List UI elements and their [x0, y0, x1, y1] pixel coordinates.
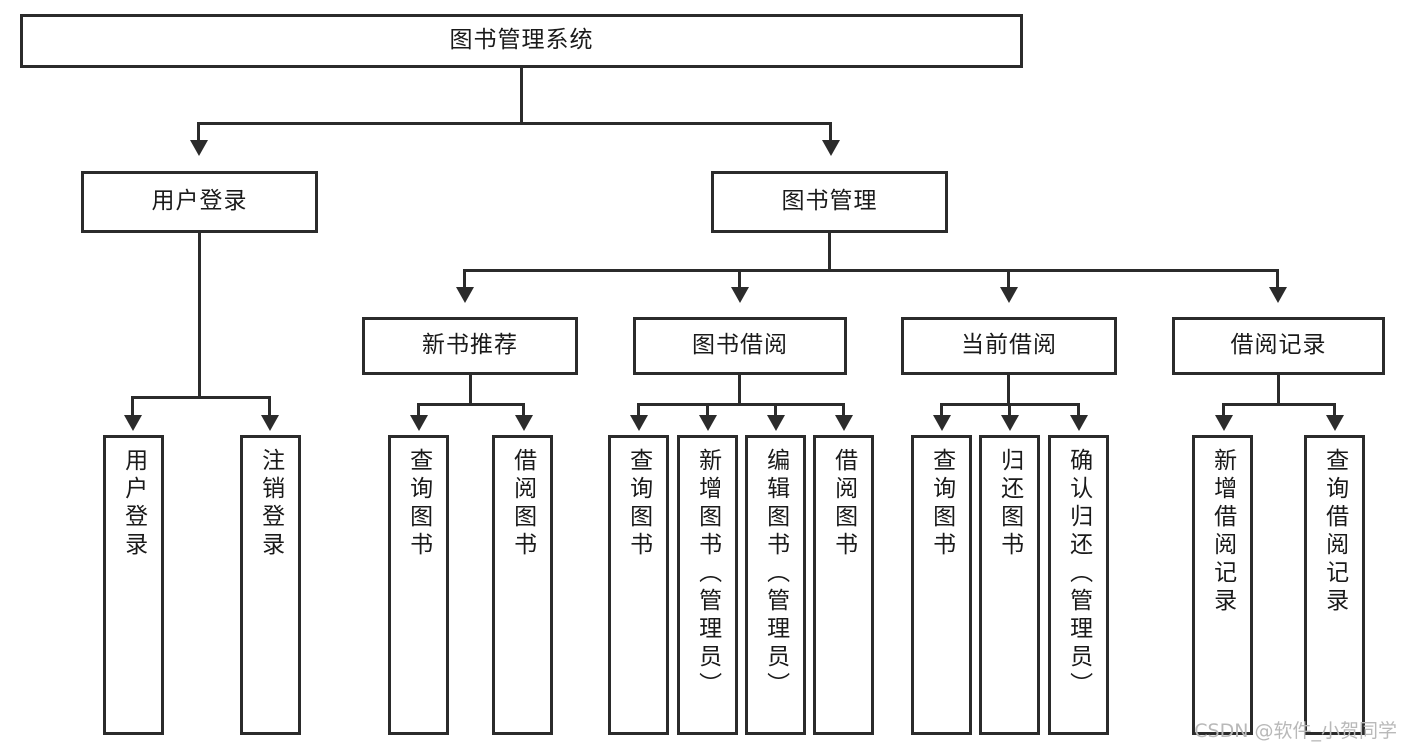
node-book-management[interactable]: 图书管理 [711, 171, 948, 233]
node-borrow-records[interactable]: 借阅记录 [1172, 317, 1385, 375]
arrowhead-book-borrow [731, 287, 749, 303]
leaf-label: 新增图书（管理员） [694, 448, 721, 700]
connector-drop-cb-return [1008, 403, 1011, 419]
leaf-br-add-record[interactable]: 新增借阅记录 [1192, 435, 1253, 735]
leaf-label: 注销登录 [257, 448, 284, 560]
leaf-user-login[interactable]: 用户登录 [103, 435, 164, 735]
arrowhead-book-mgmt [822, 140, 840, 156]
arrowhead-bb-query [630, 415, 648, 431]
node-label: 当前借阅 [961, 332, 1057, 359]
connector-drop-br-add [1222, 403, 1225, 419]
leaf-label: 新增借阅记录 [1209, 448, 1236, 616]
node-label: 用户登录 [151, 188, 248, 215]
connector-book-mgmt-bus [463, 269, 1279, 272]
arrowhead-current-borrow [1000, 287, 1018, 303]
leaf-label: 查询借阅记录 [1321, 448, 1348, 616]
arrowhead-bb-borrow [835, 415, 853, 431]
arrowhead-nb-borrow [515, 415, 533, 431]
arrowhead-nb-query [410, 415, 428, 431]
arrowhead-br-add [1215, 415, 1233, 431]
node-book-borrow[interactable]: 图书借阅 [633, 317, 847, 375]
connector-user-login-bus [131, 396, 271, 399]
arrowhead-user-login [190, 140, 208, 156]
connector-new-book-bus [417, 403, 525, 406]
leaf-br-query-record[interactable]: 查询借阅记录 [1304, 435, 1365, 735]
connector-drop-bb-borrow [842, 403, 845, 419]
node-label: 图书借阅 [692, 332, 788, 359]
node-label: 图书管理 [781, 188, 878, 215]
leaf-label: 借阅图书 [509, 448, 536, 560]
connector-drop-bb-query [637, 403, 640, 419]
leaf-label: 借阅图书 [830, 448, 857, 560]
connector-drop-current-borrow [1007, 269, 1010, 291]
leaf-cb-confirm-return-admin[interactable]: 确认归还（管理员） [1048, 435, 1109, 735]
leaf-cb-return-book[interactable]: 归还图书 [979, 435, 1040, 735]
leaf-bb-query-book[interactable]: 查询图书 [608, 435, 669, 735]
connector-br-stem [1277, 375, 1280, 403]
node-new-book-recommend[interactable]: 新书推荐 [362, 317, 578, 375]
node-label: 新书推荐 [422, 332, 518, 359]
connector-bb-stem [738, 375, 741, 403]
connector-bb-bus [637, 403, 845, 406]
leaf-label: 查询图书 [928, 448, 955, 560]
leaf-logout[interactable]: 注销登录 [240, 435, 301, 735]
leaf-bb-add-book-admin[interactable]: 新增图书（管理员） [677, 435, 738, 735]
leaf-bb-borrow-book[interactable]: 借阅图书 [813, 435, 874, 735]
connector-new-book-stem [469, 375, 472, 403]
connector-drop-nb-borrow [522, 403, 525, 419]
leaf-label: 确认归还（管理员） [1065, 448, 1092, 700]
connector-cb-stem [1007, 375, 1010, 403]
arrowhead-new-book [456, 287, 474, 303]
connector-drop-bb-edit [774, 403, 777, 419]
connector-drop-user-login [197, 122, 200, 144]
leaf-label: 用户登录 [120, 448, 147, 560]
node-root-system[interactable]: 图书管理系统 [20, 14, 1023, 68]
leaf-label: 查询图书 [405, 448, 432, 560]
leaf-label: 编辑图书（管理员） [762, 448, 789, 700]
leaf-nb-borrow-book[interactable]: 借阅图书 [492, 435, 553, 735]
arrowhead-cb-return [1001, 415, 1019, 431]
leaf-cb-query-book[interactable]: 查询图书 [911, 435, 972, 735]
arrowhead-borrow-records [1269, 287, 1287, 303]
connector-drop-new-book [463, 269, 466, 291]
connector-book-mgmt-stem [828, 233, 831, 269]
connector-drop-cb-query [940, 403, 943, 419]
connector-root-bus [197, 122, 832, 125]
arrowhead-cb-query [933, 415, 951, 431]
node-label: 借阅记录 [1230, 332, 1327, 359]
connector-drop-book-mgmt [829, 122, 832, 144]
connector-drop-nb-query [417, 403, 420, 419]
connector-drop-br-query [1333, 403, 1336, 419]
connector-drop-bb-add [706, 403, 709, 419]
connector-drop-book-borrow [738, 269, 741, 291]
arrowhead-br-query [1326, 415, 1344, 431]
arrowhead-bb-add [699, 415, 717, 431]
leaf-bb-edit-book-admin[interactable]: 编辑图书（管理员） [745, 435, 806, 735]
leaf-label: 归还图书 [996, 448, 1023, 560]
connector-drop-leaf-user-login [131, 396, 134, 419]
connector-drop-cb-confirm [1077, 403, 1080, 419]
node-user-login[interactable]: 用户登录 [81, 171, 318, 233]
connector-user-login-stem [198, 233, 201, 396]
leaf-label: 查询图书 [625, 448, 652, 560]
arrowhead-leaf-logout [261, 415, 279, 431]
node-label: 图书管理系统 [449, 27, 594, 54]
arrowhead-bb-edit [767, 415, 785, 431]
leaf-nb-query-book[interactable]: 查询图书 [388, 435, 449, 735]
connector-br-bus [1222, 403, 1336, 406]
arrowhead-leaf-user-login [124, 415, 142, 431]
connector-drop-borrow-records [1276, 269, 1279, 291]
connector-root-stem [520, 68, 523, 122]
node-current-borrow[interactable]: 当前借阅 [901, 317, 1117, 375]
connector-drop-leaf-logout [268, 396, 271, 419]
arrowhead-cb-confirm [1070, 415, 1088, 431]
